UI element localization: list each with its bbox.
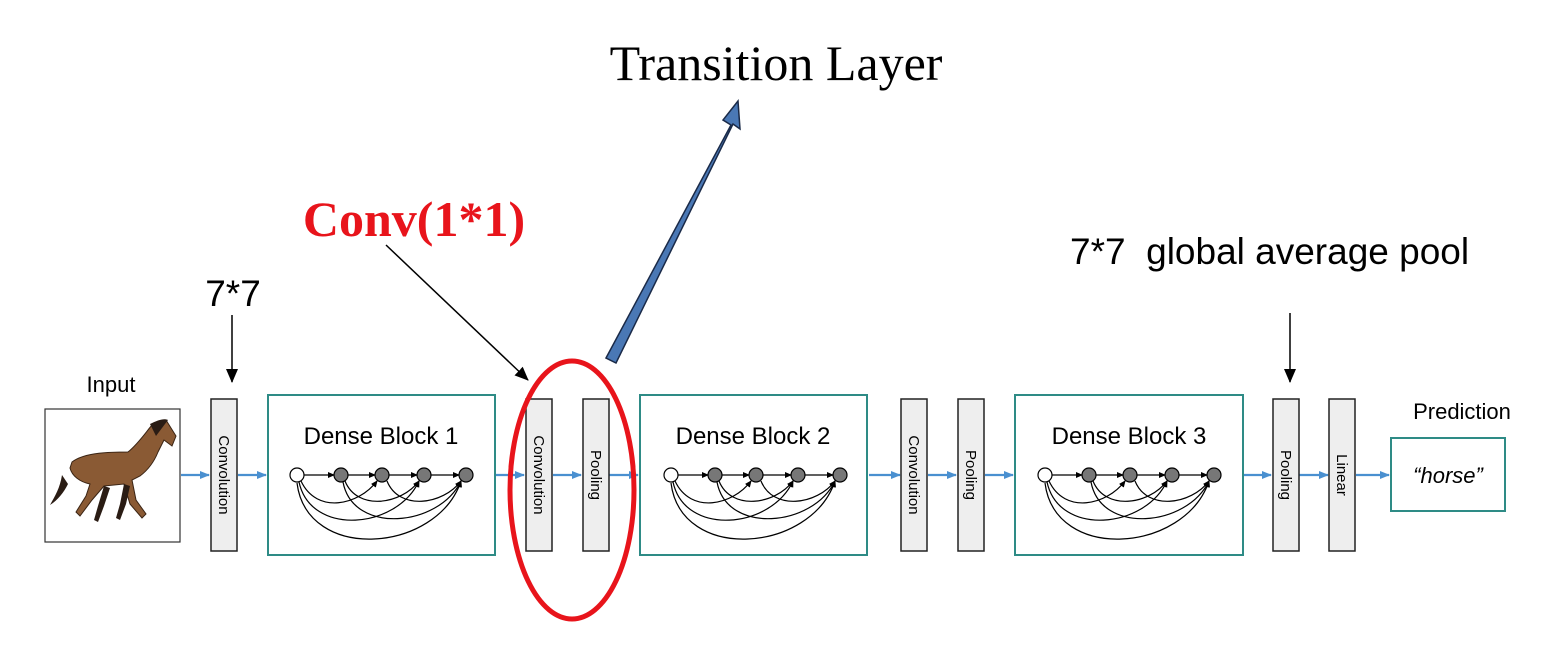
dense-node	[1081, 467, 1097, 483]
transition-arrow	[604, 99, 741, 365]
dense-node	[458, 467, 474, 483]
layer-conv3: Convolution	[900, 398, 928, 552]
horse-image	[50, 419, 177, 522]
conv-1x1-pointer-arrow	[385, 244, 529, 381]
dense-block-3: Dense Block 3	[1014, 394, 1244, 556]
layer-pool3: Pooling	[957, 398, 985, 552]
prediction-value: “horse”	[1413, 463, 1484, 488]
dense-node	[1206, 467, 1222, 483]
conv-1x1-label: Conv(1*1)	[303, 191, 525, 247]
layer-conv1: Convolution	[210, 398, 238, 552]
layer-pool-final: Pooling	[1272, 398, 1300, 552]
dense-node	[1037, 467, 1053, 483]
dense-node	[663, 467, 679, 483]
dense-node	[374, 467, 390, 483]
dense-node	[1122, 467, 1138, 483]
dense-node	[790, 467, 806, 483]
layer-pool2-label: Pooling	[587, 450, 604, 500]
layer-conv2-label: Convolution	[530, 435, 547, 514]
layer-linear-label: Linear	[1333, 454, 1350, 496]
kernel-size-label: 7*7	[205, 273, 261, 314]
layer-pool3-label: Pooling	[962, 450, 979, 500]
dense-block-3-label: Dense Block 3	[1052, 423, 1207, 450]
layer-pool-final-label: Pooling	[1277, 450, 1294, 500]
dense-node	[748, 467, 764, 483]
dense-connections	[289, 467, 474, 540]
layer-conv2: Convolution	[525, 398, 553, 552]
dense-connections	[1037, 467, 1222, 540]
dense-node	[333, 467, 349, 483]
dense-block-2: Dense Block 2	[639, 394, 868, 556]
transition-layer-title: Transition Layer	[610, 35, 943, 91]
dense-connections	[663, 467, 848, 540]
input-image-frame	[44, 408, 181, 543]
prediction-label: Prediction	[1413, 399, 1511, 424]
dense-block-1-label: Dense Block 1	[304, 423, 459, 450]
transition-highlight-ellipse	[507, 358, 637, 622]
global-average-pool-label: 7*7 global average pool	[1070, 231, 1469, 272]
dense-block-2-label: Dense Block 2	[676, 423, 831, 450]
dense-node	[707, 467, 723, 483]
input-label: Input	[87, 372, 136, 397]
dense-node	[832, 467, 848, 483]
layer-conv1-label: Convolution	[215, 435, 232, 514]
dense-block-1: Dense Block 1	[267, 394, 496, 556]
layer-conv3-label: Convolution	[905, 435, 922, 514]
dense-node	[416, 467, 432, 483]
dense-node	[289, 467, 305, 483]
prediction-box: “horse”	[1390, 437, 1506, 512]
dense-node	[1164, 467, 1180, 483]
layer-pool2: Pooling	[582, 398, 610, 552]
layer-linear: Linear	[1328, 398, 1356, 552]
